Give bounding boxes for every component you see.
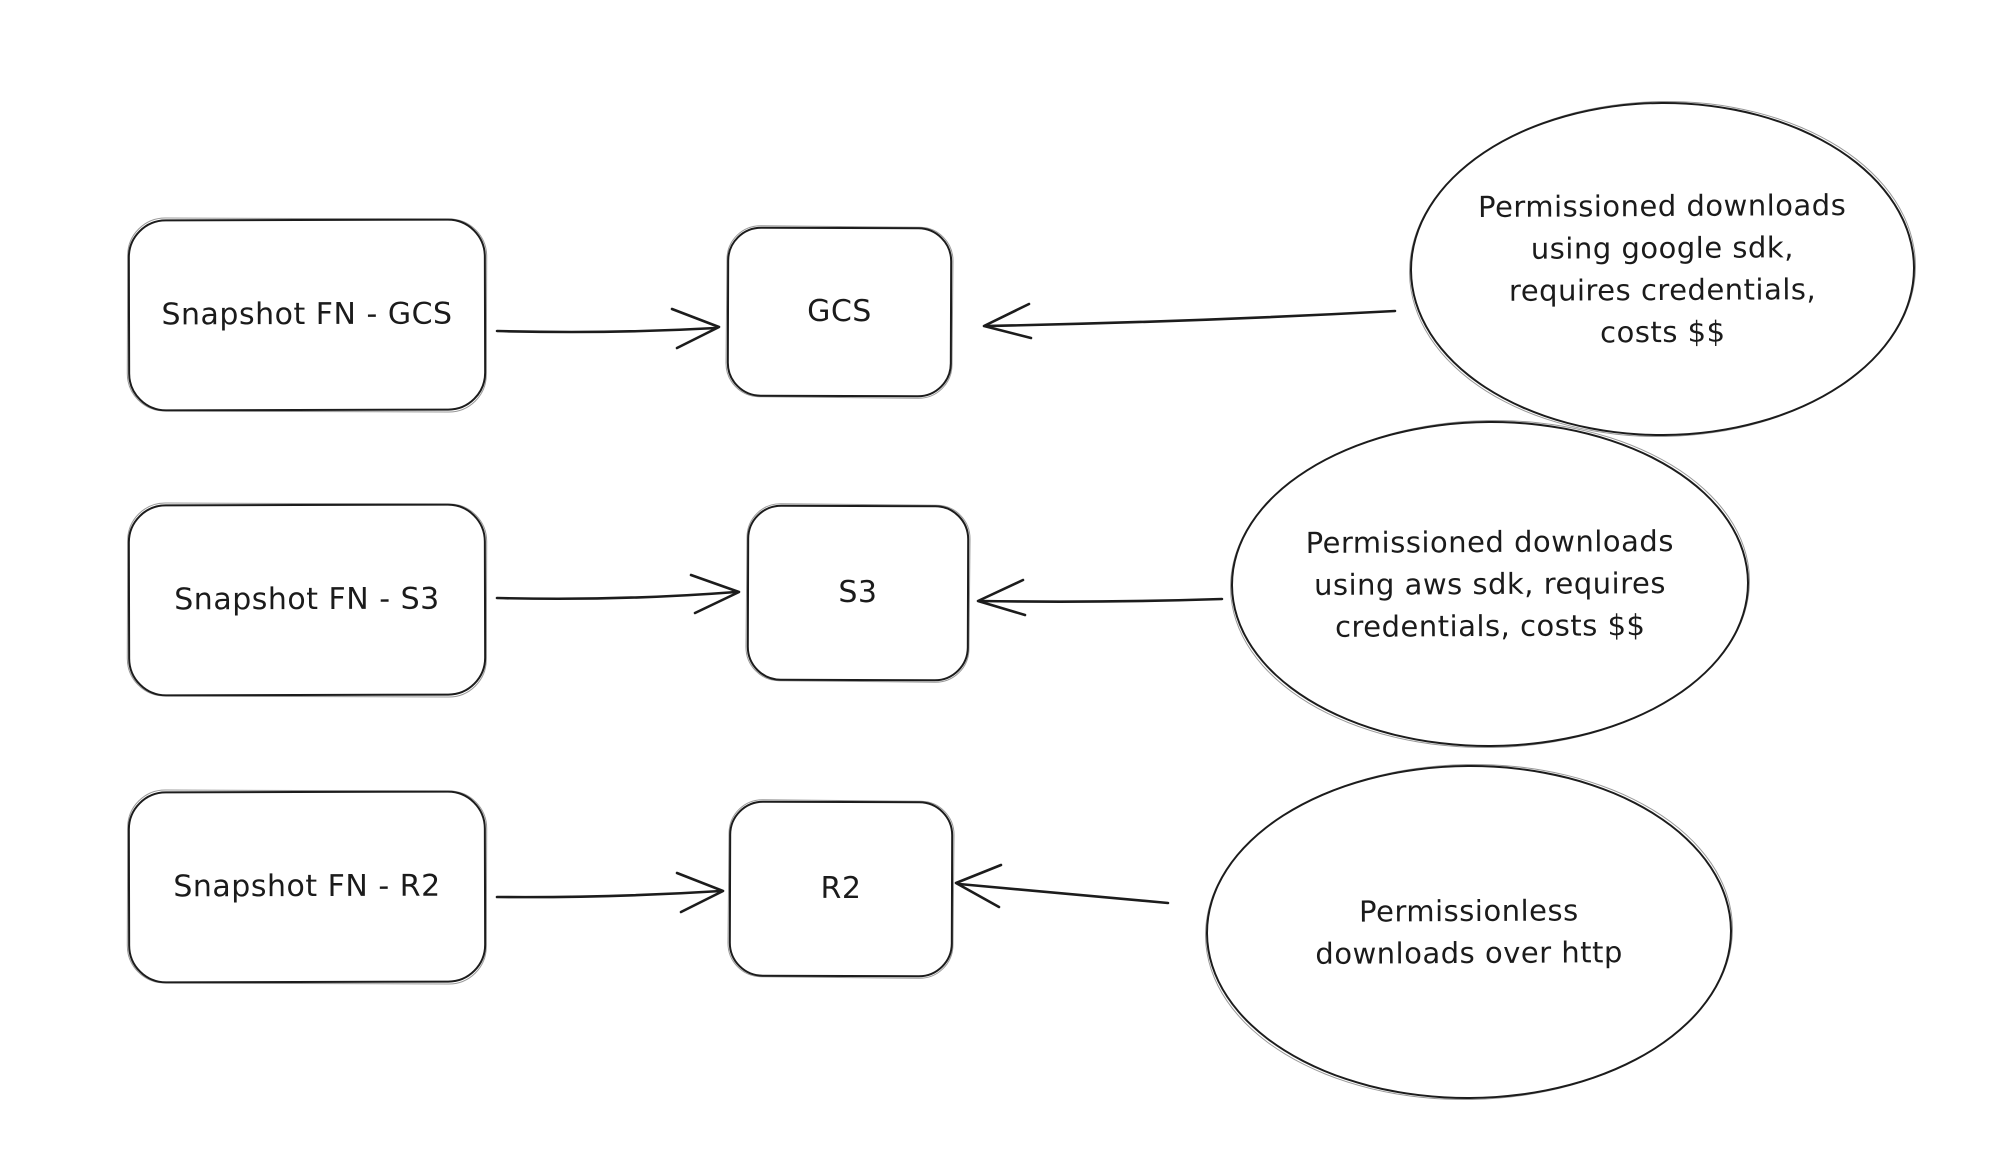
note-r2-label: Permissionless downloads over http [1315, 893, 1623, 971]
node-snapshot-fn-r2-label: Snapshot FN - R2 [173, 868, 441, 905]
arrow-snapshot-fn-r2-to-r2 [495, 871, 725, 914]
arrow-head [976, 578, 1027, 617]
arrow-note-r2-to-r2 [954, 863, 1170, 909]
node-snapshot-fn-s3-label: Snapshot FN - S3 [174, 581, 440, 618]
node-r2: R2 [728, 800, 954, 978]
arrow-line [495, 889, 723, 899]
node-snapshot-fn-gcs: Snapshot FN - GCS [127, 218, 487, 412]
arrow-head [675, 871, 725, 914]
node-r2-label: R2 [820, 870, 862, 907]
node-s3: S3 [746, 504, 970, 682]
node-s3-label: S3 [838, 574, 878, 611]
note-s3-label: Permissioned downloads using aws sdk, re… [1305, 523, 1674, 644]
arrow-snapshot-fn-gcs-to-gcs [495, 307, 721, 350]
note-r2-ellipse: Permissionless downloads over http [1205, 763, 1733, 1101]
node-snapshot-fn-s3: Snapshot FN - S3 [127, 503, 487, 697]
arrow-line [495, 590, 738, 601]
note-gcs-label: Permissioned downloads using google sdk,… [1477, 187, 1847, 350]
arrow-snapshot-fn-s3-to-s3 [495, 573, 741, 615]
arrow-head [954, 863, 1003, 909]
arrow-note-gcs-to-gcs [982, 302, 1397, 340]
arrow-line [978, 597, 1224, 603]
node-gcs: GCS [726, 226, 953, 398]
note-gcs-ellipse: Permissioned downloads using google sdk,… [1409, 100, 1916, 438]
arrow-head [689, 573, 741, 615]
arrow-head [982, 302, 1033, 340]
node-gcs-label: GCS [807, 293, 872, 330]
arrow-head [670, 307, 721, 350]
arrow-line [495, 326, 718, 334]
arrow-line [957, 882, 1170, 905]
arrow-note-s3-to-s3 [976, 578, 1224, 617]
note-s3-ellipse: Permissioned downloads using aws sdk, re… [1230, 419, 1750, 749]
node-snapshot-fn-gcs-label: Snapshot FN - GCS [161, 296, 453, 333]
node-snapshot-fn-r2: Snapshot FN - R2 [127, 790, 487, 984]
arrow-line [984, 309, 1397, 328]
